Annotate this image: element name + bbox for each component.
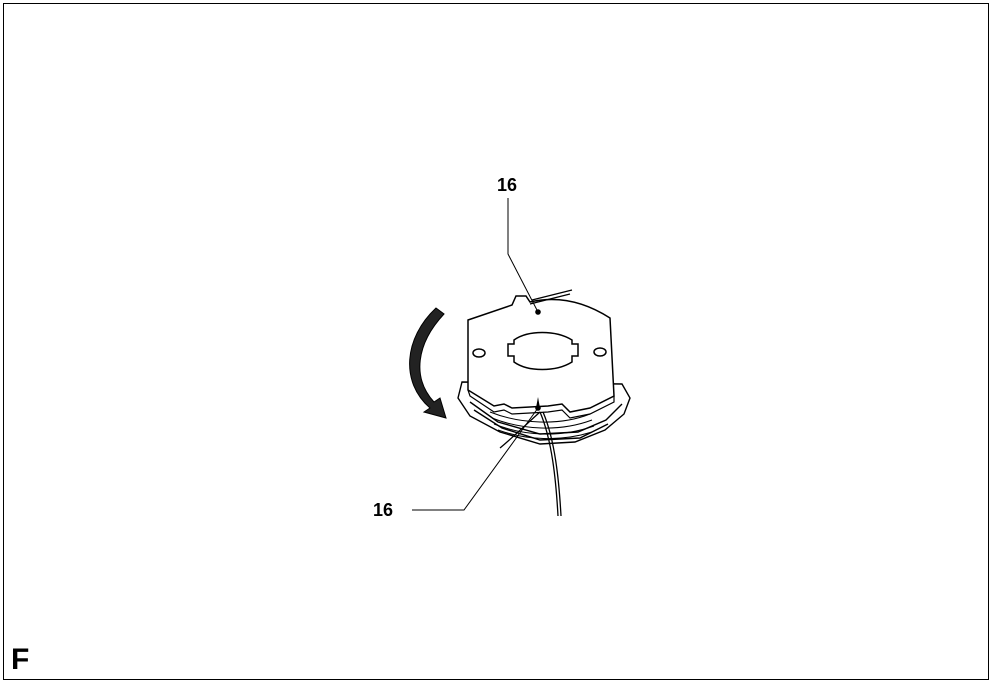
- figure-letter: F: [11, 643, 30, 676]
- callout-16-bottom: 16: [373, 500, 394, 520]
- spool-top-plate: [467, 295, 615, 419]
- rotation-arrow-icon: [409, 307, 447, 419]
- callout-16-top: 16: [497, 175, 518, 195]
- trimmer-line: [499, 289, 573, 517]
- callout-leaders: [412, 198, 539, 511]
